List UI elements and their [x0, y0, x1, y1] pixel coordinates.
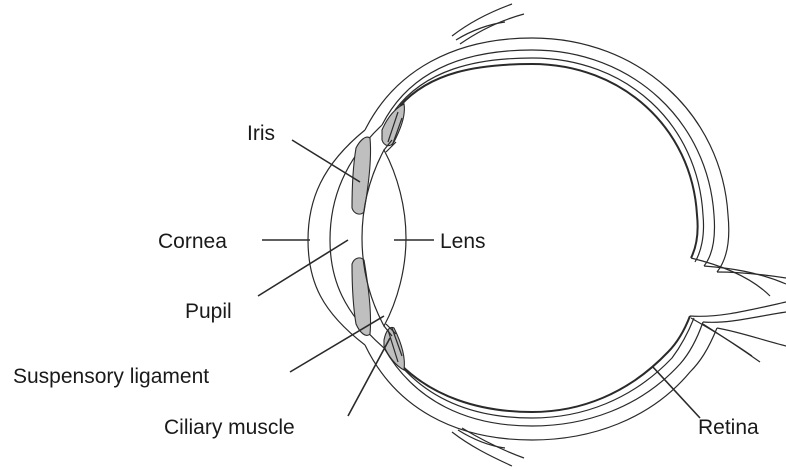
leader-iris	[292, 140, 360, 182]
suspensory-ligament-fibers	[384, 140, 396, 336]
label-ciliary-muscle: Ciliary muscle	[164, 416, 295, 439]
iris-upper	[352, 137, 371, 214]
sclera-inner	[382, 50, 715, 426]
label-suspensory-ligament: Suspensory ligament	[13, 365, 209, 388]
lower-muscle-strands	[452, 428, 524, 466]
leader-suspensory-ligament	[290, 316, 384, 372]
leader-retina	[652, 366, 700, 418]
label-iris: Iris	[247, 122, 275, 145]
label-pupil: Pupil	[185, 300, 232, 323]
optic-nerve	[690, 258, 786, 362]
leader-ciliary-muscle	[348, 338, 390, 416]
label-cornea: Cornea	[158, 230, 227, 253]
label-retina: Retina	[698, 416, 759, 439]
leader-pupil	[258, 240, 348, 296]
iris-lower	[352, 258, 371, 335]
label-lens: Lens	[440, 230, 486, 253]
upper-muscle-strands	[452, 4, 524, 44]
